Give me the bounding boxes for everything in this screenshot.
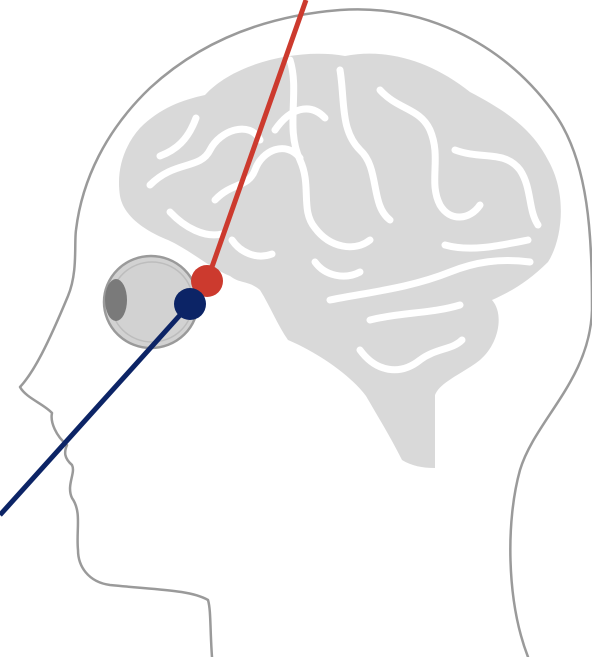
pupil — [105, 279, 127, 321]
blue-node — [174, 288, 206, 320]
brain-icon — [119, 54, 561, 468]
blue-line — [0, 304, 190, 515]
